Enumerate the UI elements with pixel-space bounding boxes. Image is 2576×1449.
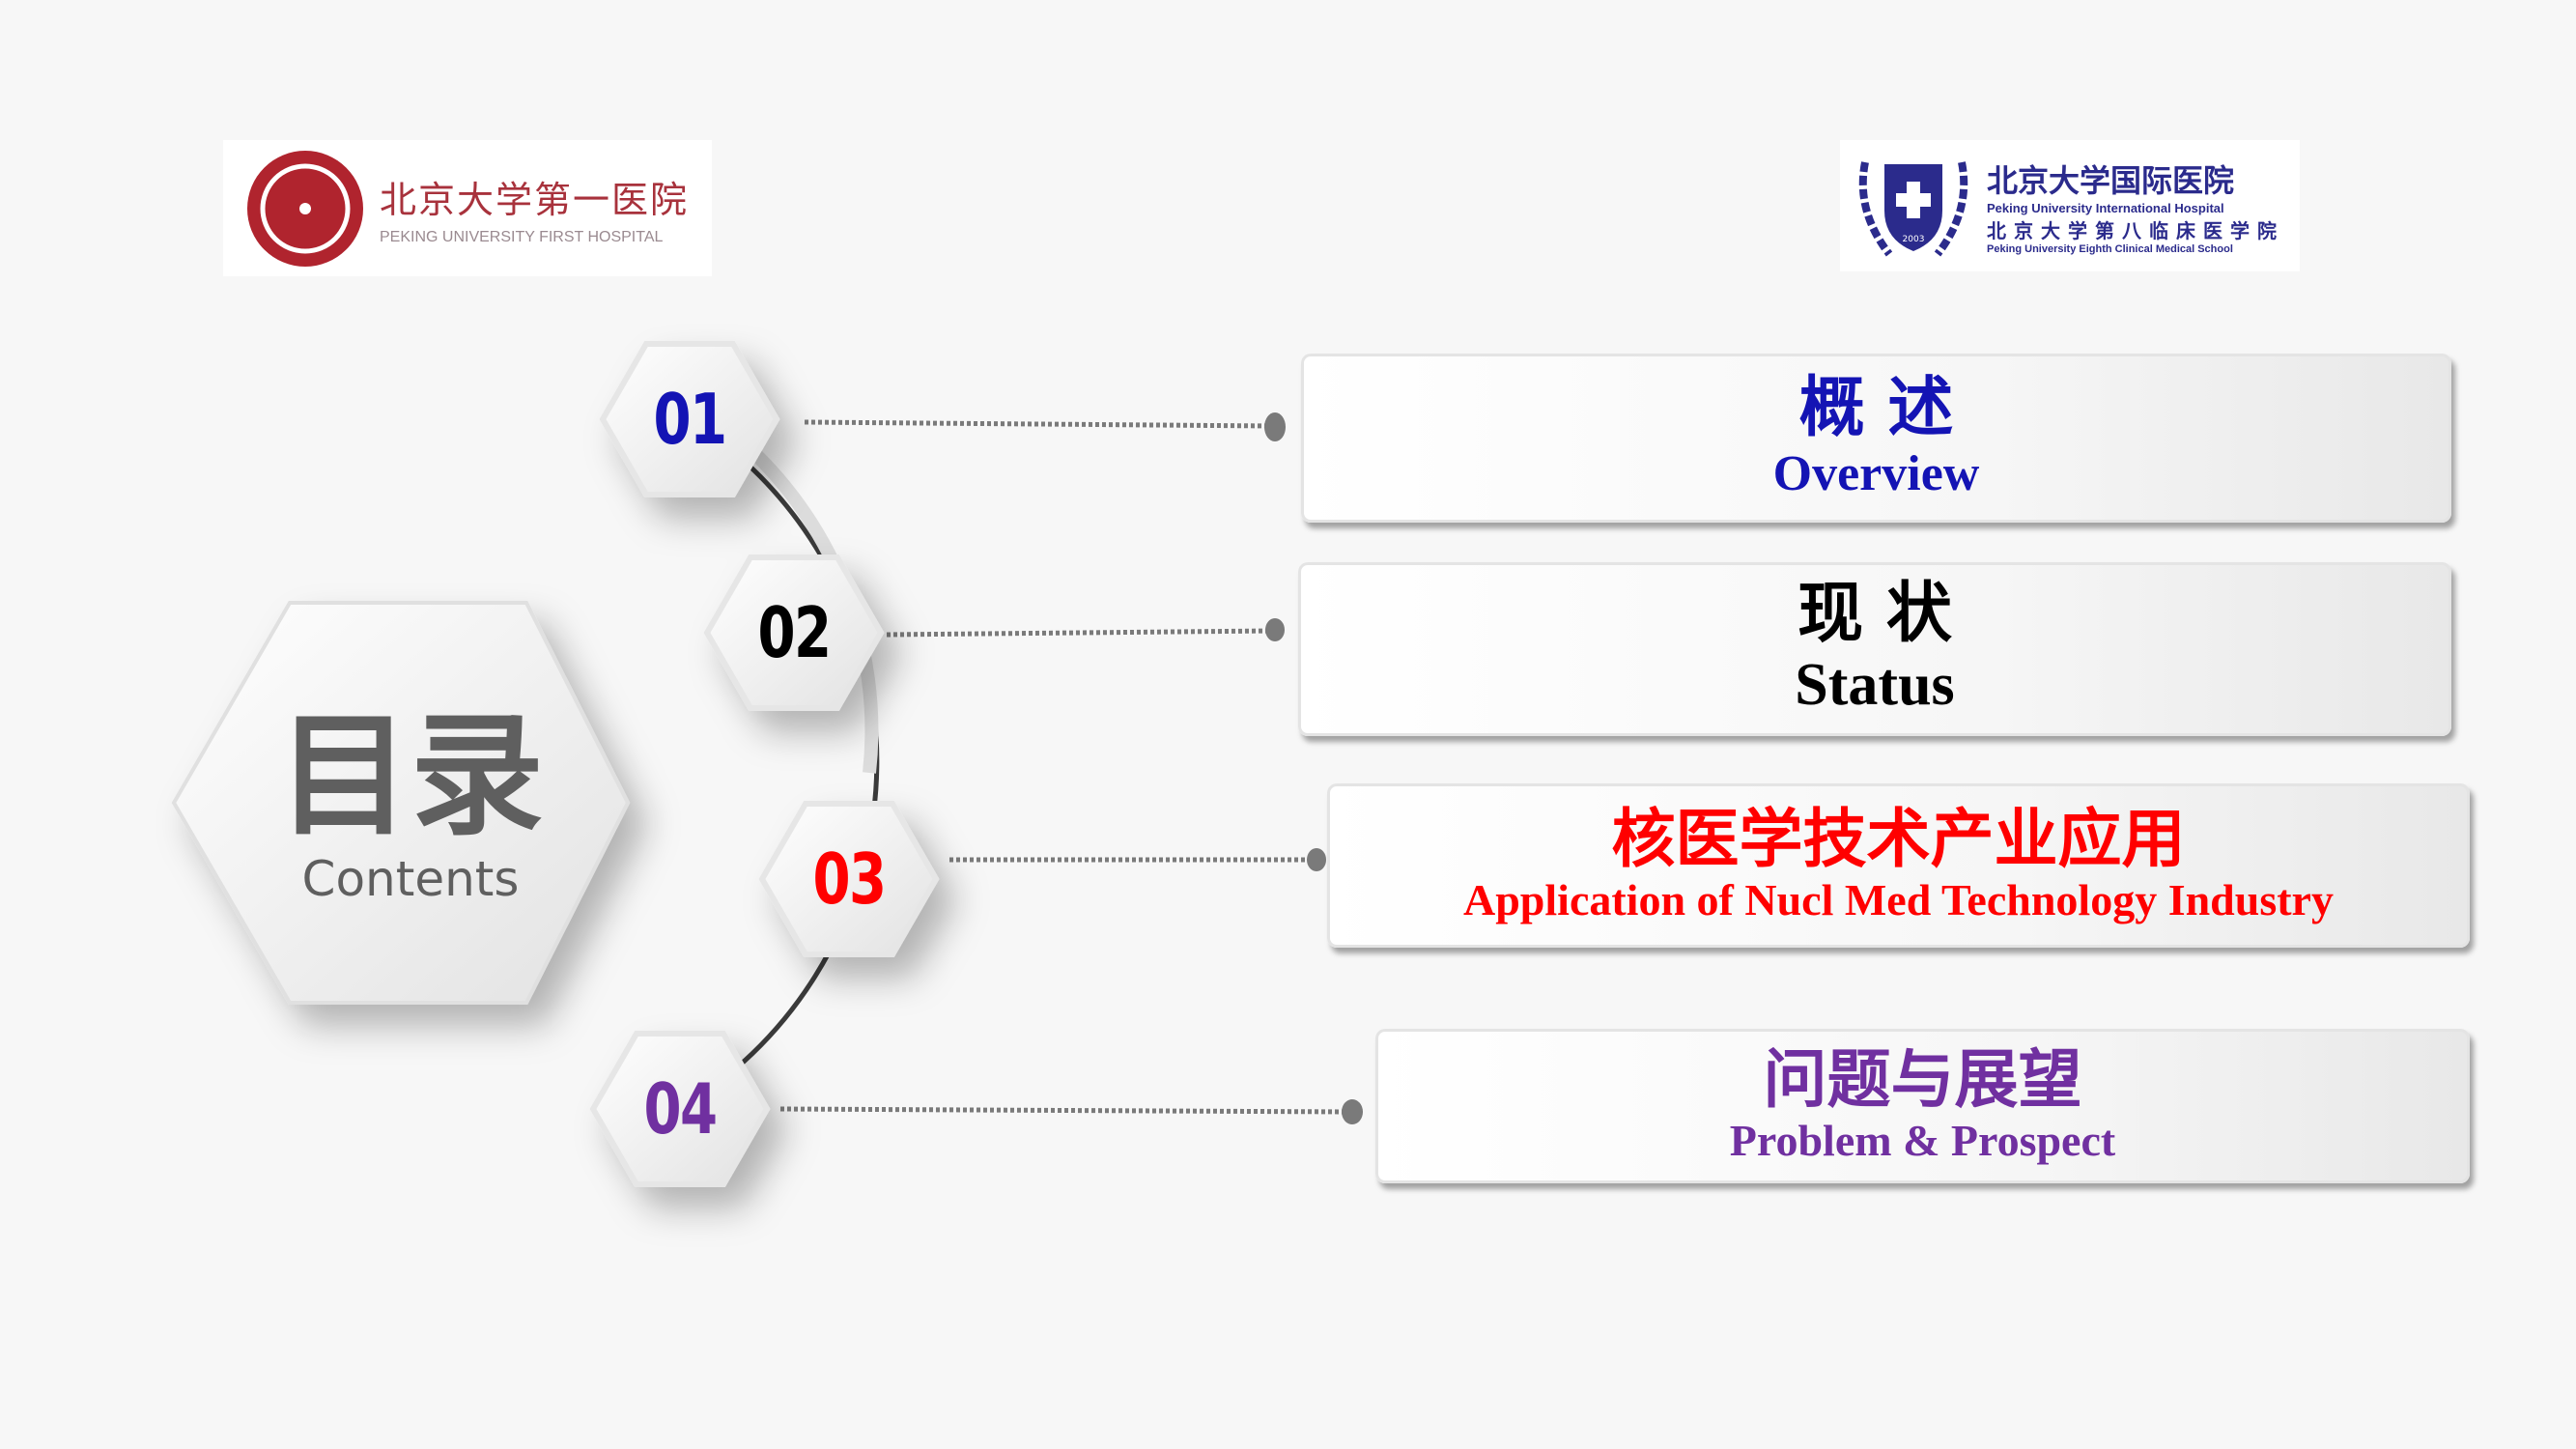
contents-subtitle: Contents (301, 851, 520, 907)
item-number-04: 04 (643, 1068, 718, 1150)
contents-hexagon (171, 601, 631, 1005)
item-number-03: 03 (812, 838, 887, 920)
hexagon-03 (758, 801, 940, 957)
connector-arc (678, 416, 880, 1112)
hexagon-04 (589, 1031, 771, 1187)
hospital-shield-icon: 2003 (1858, 161, 1968, 257)
item-number-02: 02 (757, 592, 832, 673)
section-box-status[interactable]: 现 状 Status (1298, 562, 2451, 736)
svg-text:2003: 2003 (1903, 235, 1925, 244)
section-box-overview[interactable]: 概 述 Overview (1301, 354, 2451, 523)
peking-university-international-hospital-logo: 2003 北京大学国际医院 Peking University Internat… (1840, 140, 2300, 271)
connector-dot-03 (1307, 848, 1326, 871)
hexagon-01 (599, 341, 780, 497)
contents-heading: 目录 Contents (251, 698, 570, 908)
connector-dot-04 (1342, 1099, 1363, 1124)
connector-line-04 (779, 1106, 1351, 1115)
section-box-problem-prospect[interactable]: 问题与展望 Problem & Prospect (1375, 1029, 2470, 1183)
contents-title: 目录 (276, 698, 544, 854)
section-box-application[interactable]: 核医学技术产业应用 Application of Nucl Med Techno… (1327, 783, 2470, 948)
connector-dot-01 (1264, 412, 1286, 441)
hexagon-02 (703, 554, 885, 711)
connector-line-01 (804, 419, 1274, 429)
hospital-seal-icon (247, 150, 363, 267)
item-number-01: 01 (653, 379, 727, 460)
connector-line-02 (886, 628, 1274, 638)
peking-university-first-hospital-logo: 北京大学第一医院 PEKING UNIVERSITY FIRST HOSPITA… (223, 140, 712, 276)
connector-dot-02 (1265, 618, 1285, 641)
